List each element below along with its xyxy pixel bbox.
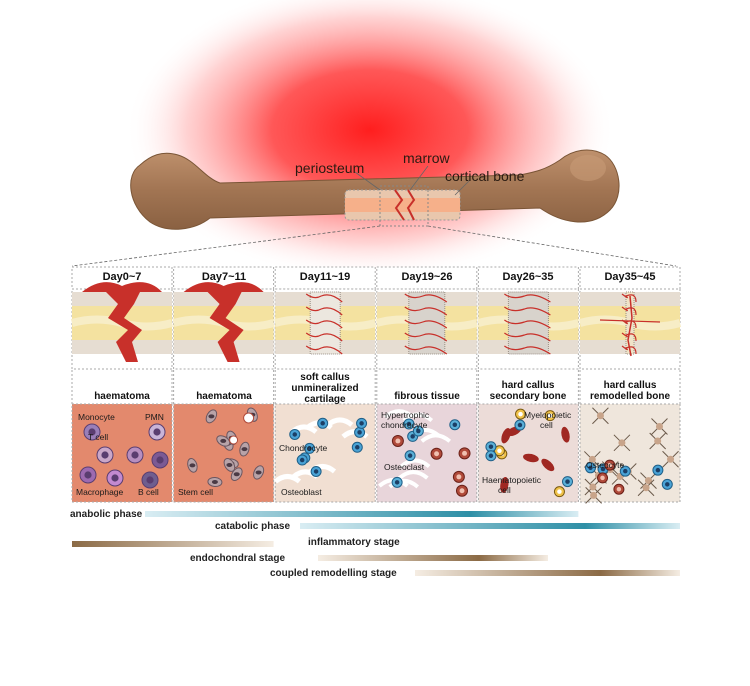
stage-panel-4 [375,266,478,503]
phase-bar-4 [318,555,548,561]
tissue-detail-1 [71,403,173,503]
tissue-detail-6 [579,403,681,504]
day-label-5: Day26~35 [502,271,554,283]
tissue-detail-3 [273,403,376,503]
cell-label-myelopoietic: Myelopoietic [524,410,572,420]
stage-panel-1 [70,266,174,503]
inflammation-glow [125,0,615,280]
cell-label-chondrocyte: Chondrocyte [279,443,328,453]
cell-label-monocyte: Monocyte [78,412,115,422]
cell-label-haematopoietic: Haematopoietic [482,475,542,485]
phase-label-anabolic: anabolic phase [70,509,143,520]
phase-label-endochondral: endochondral stage [190,553,286,564]
label-cortical-bone: cortical bone [445,168,525,184]
day-label-1: Day0~7 [102,271,142,283]
bone-section-4 [375,288,478,370]
day-label-2: Day7~11 [201,271,247,283]
day-label-4: Day19~26 [401,271,453,283]
tissue-detail-2 [173,403,275,503]
cell-label-hypertrophic: Hypertrophic [381,410,430,420]
phase-label-coupled: coupled remodelling stage [270,568,397,579]
fracture-site [344,185,461,227]
day-label-6: Day35~45 [604,271,656,283]
phase-bar-3 [72,541,274,547]
phase-bar-5 [415,570,680,576]
label-periosteum: periosteum [295,160,365,176]
cell-label-macrophage: Macrophage [76,487,124,497]
cell-label-myelopoietic-2: cell [540,420,553,430]
cell-label-haematopoietic-2: cell [498,485,511,495]
bone-section-2 [172,282,275,370]
cell-label-osteocyte: Osteocyte [586,460,625,470]
day-label-3: Day11~19 [299,271,351,283]
cell-label-pmn: PMN [145,412,164,422]
cell-label-osteoclast: Osteoclast [384,462,425,472]
bone-section-1 [70,282,174,370]
stage-panel-6 [578,266,682,504]
tissue-detail-4 [376,403,478,503]
phase-label-catabolic: catabolic phase [215,521,291,532]
stage-label-1: haematoma [94,391,150,402]
cell-label-stem-cell: Stem cell [178,487,213,497]
cell-label-t-cell: T cell [88,432,109,442]
phase-bar-2 [300,523,680,529]
phase-label-inflammatory: inflammatory stage [308,537,400,548]
cell-label-osteoblast: Osteoblast [281,487,322,497]
phase-bar-1 [145,511,579,517]
bone-section-5 [477,288,580,370]
bone-section-6 [578,288,682,370]
cell-label-chondrocyte-2: chondrocyte [381,420,428,430]
stage-panel-3 [273,266,377,503]
stage-label-4: fibrous tissue [394,391,460,402]
bone-section-3 [274,288,377,370]
tissue-detail-5 [477,403,579,503]
label-marrow: marrow [403,150,450,166]
stage-panel-5 [477,266,580,503]
stage-label-2: haematoma [196,391,252,402]
leader-lines [71,165,677,267]
cell-label-b-cell: B cell [138,487,159,497]
stage-panel-2 [172,266,275,503]
